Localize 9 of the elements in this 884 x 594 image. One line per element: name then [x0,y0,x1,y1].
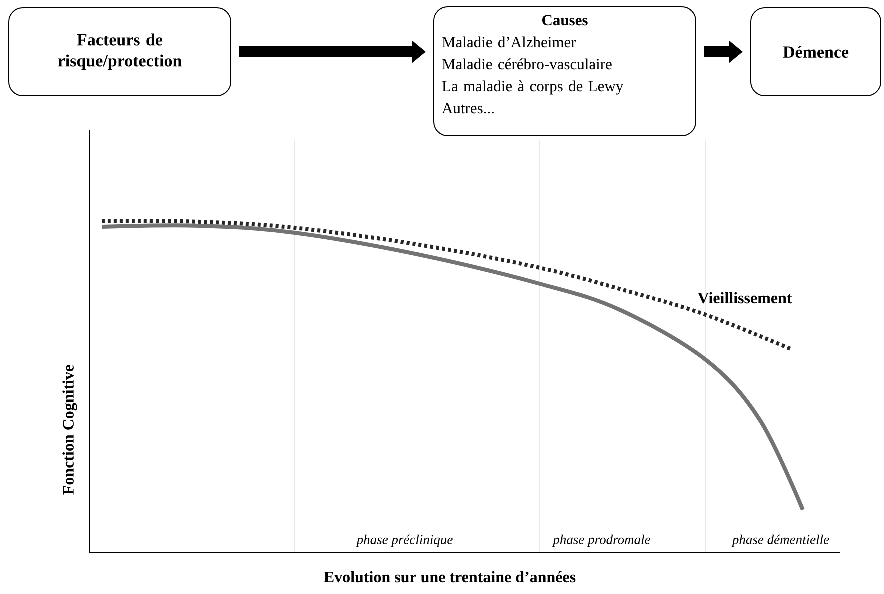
phase-label: phase prodromale [552,534,650,548]
rounded-box: Causes Maladie d’Alzheimer Maladie cérébro-vasculaire La maladie à corps de Lewy Autres... [434,6,696,136]
rounded-box: Démence [750,8,882,96]
curve-label: Vieillissement [698,292,792,304]
axis-label: Fonction Cognitive [62,365,78,495]
axis-label: Evolution sur une trentaine d’années [324,571,576,583]
phase-label: phase démentielle [732,534,830,548]
phase-label: phase préclinique [356,534,453,548]
rounded-box: Facteurs de risque/protection [8,8,232,96]
